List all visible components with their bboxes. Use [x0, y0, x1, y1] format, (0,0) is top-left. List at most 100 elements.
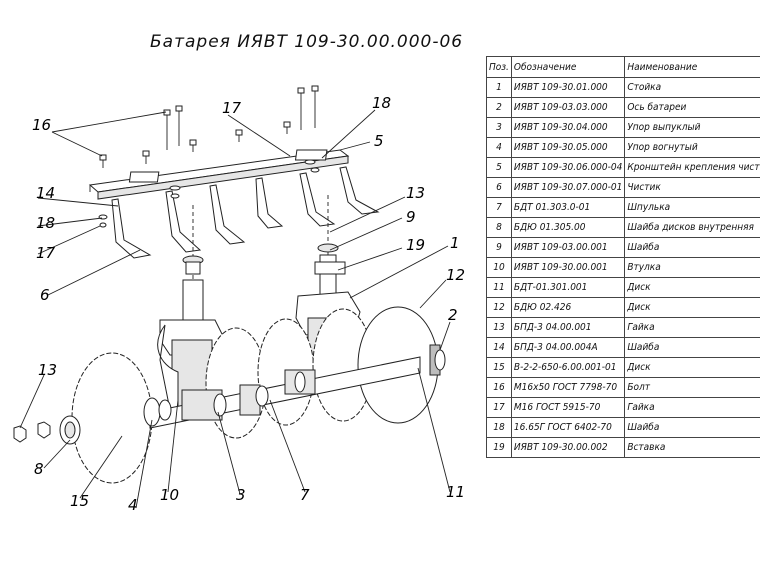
- cell-pos: 9: [486, 237, 512, 258]
- callout-10: 10: [160, 486, 179, 504]
- cell-name: Диск: [624, 277, 760, 298]
- cell-name: Стойка: [624, 77, 760, 98]
- callout-6: 6: [40, 286, 50, 304]
- cell-name: Шайба: [624, 417, 760, 438]
- cell-name: Вставка: [624, 437, 760, 458]
- header-pos: Поз.: [486, 56, 512, 78]
- cell-designation: ИЯВТ 109-30.01.000: [510, 77, 626, 98]
- cell-pos: 17: [486, 397, 512, 418]
- cell-pos: 1: [486, 77, 512, 98]
- table-header-row: Поз. Обозначение Наименование: [486, 56, 760, 78]
- cell-pos: 15: [486, 357, 512, 378]
- cell-designation: ИЯВТ 109-03.00.001: [510, 237, 626, 258]
- cell-designation: В-2-2-650-6.00.001-01: [510, 357, 626, 378]
- cell-name: Болт: [624, 377, 760, 398]
- callout-7: 7: [300, 486, 310, 504]
- callout-12: 12: [446, 266, 465, 284]
- end-fasteners: [13, 415, 81, 445]
- cell-designation: БПД-3 04.00.001: [510, 317, 626, 338]
- callout-19: 19: [406, 236, 425, 254]
- cell-name: Шайба дисков внутренняя: [624, 217, 760, 238]
- washers-and-nuts: [98, 159, 320, 228]
- cell-designation: ИЯВТ 109-30.00.001: [510, 257, 626, 278]
- cell-pos: 4: [486, 137, 512, 158]
- cell-pos: 16: [486, 377, 512, 398]
- cell-pos: 5: [486, 157, 512, 178]
- cell-pos: 11: [486, 277, 512, 298]
- cell-name: Шайба: [624, 237, 760, 258]
- callout-3: 3: [236, 486, 246, 504]
- cell-designation: ИЯВТ 109-03.03.000: [510, 97, 626, 118]
- callout-9: 9: [406, 208, 416, 226]
- callout-11: 11: [446, 483, 465, 501]
- callout-14: 14: [36, 184, 55, 202]
- cell-designation: М16 ГОСТ 5915-70: [510, 397, 626, 418]
- cell-pos: 14: [486, 337, 512, 358]
- header-designation: Обозначение: [510, 56, 626, 78]
- cell-designation: БДТ 01.303.0-01: [510, 197, 626, 218]
- cell-pos: 19: [486, 437, 512, 458]
- cell-name: Упор выпуклый: [624, 117, 760, 138]
- cell-designation: ИЯВТ 109-30.04.000: [510, 117, 626, 138]
- callout-15: 15: [70, 492, 89, 510]
- cell-pos: 6: [486, 177, 512, 198]
- cell-designation: ИЯВТ 109-30.06.000-04: [510, 157, 626, 178]
- exploded-assembly-drawing: 16 17 18 5 14 18 17 6 13 9 19 1 12 2 11 …: [13, 85, 465, 514]
- cell-name: Диск: [624, 297, 760, 318]
- cell-designation: М16х50 ГОСТ 7798-70: [510, 377, 626, 398]
- bolts: [99, 85, 319, 168]
- cell-designation: ИЯВТ 109-30.05.000: [510, 137, 626, 158]
- cell-pos: 18: [486, 417, 512, 438]
- callout-2: 2: [448, 306, 458, 324]
- cell-designation: БПД-3 04.00.004А: [510, 337, 626, 358]
- cell-pos: 12: [486, 297, 512, 318]
- cell-name: Гайка: [624, 317, 760, 338]
- cell-designation: БДЮ 02.426: [510, 297, 626, 318]
- callout-4: 4: [128, 496, 138, 514]
- leader-lines: [19, 109, 451, 509]
- callout-13-right: 13: [406, 184, 425, 202]
- cell-pos: 2: [486, 97, 512, 118]
- drawing-title: Батарея ИЯВТ 109-30.00.000-06: [150, 32, 464, 52]
- cell-name: Шпулька: [624, 197, 760, 218]
- cell-name: Гайка: [624, 397, 760, 418]
- cell-name: Ось батареи: [624, 97, 760, 118]
- cell-pos: 10: [486, 257, 512, 278]
- cell-name: Шайба: [624, 337, 760, 358]
- cell-name: Чистик: [624, 177, 760, 198]
- callout-17-top: 17: [222, 99, 242, 117]
- cell-pos: 7: [486, 197, 512, 218]
- scrapers: [111, 166, 380, 259]
- cell-name: Диск: [624, 357, 760, 378]
- header-name: Наименование: [624, 56, 760, 78]
- cell-designation: ИЯВТ 109-30.07.000-01: [510, 177, 626, 198]
- callout-13-left: 13: [38, 361, 57, 379]
- cell-name: Упор вогнутый: [624, 137, 760, 158]
- cell-designation: БДТ-01.301.001: [510, 277, 626, 298]
- callout-16: 16: [32, 116, 51, 134]
- cell-name: Втулка: [624, 257, 760, 278]
- callouts: 16 17 18 5 14 18 17 6 13 9 19 1 12 2 11 …: [32, 94, 465, 514]
- cell-pos: 3: [486, 117, 512, 138]
- axle-and-spools: [143, 344, 446, 429]
- callout-18-left: 18: [36, 214, 55, 232]
- cell-pos: 13: [486, 317, 512, 338]
